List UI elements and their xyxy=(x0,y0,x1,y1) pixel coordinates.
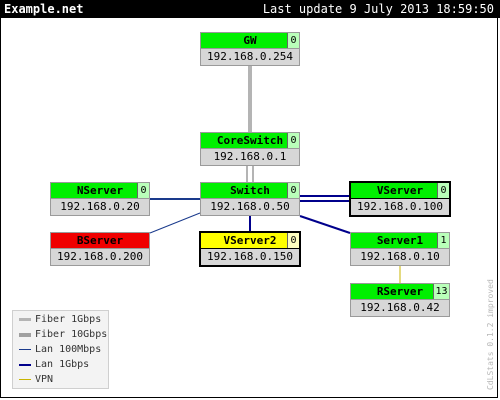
node-server1-ip: 192.168.0.10 xyxy=(350,249,450,266)
node-bserver-ip: 192.168.0.200 xyxy=(50,249,150,266)
node-vserver-ip: 192.168.0.100 xyxy=(350,199,450,216)
legend-label: Lan 1Gbps xyxy=(35,359,90,370)
node-gw-name: GW xyxy=(200,32,300,49)
last-update-text: Last update 9 July 2013 18:59:50 xyxy=(262,2,494,16)
legend-swatch xyxy=(19,364,31,366)
legend-item-fiber-10g: Fiber 10Gbps xyxy=(17,328,109,342)
node-vserver2[interactable]: VServer2 0 192.168.0.150 xyxy=(199,231,301,267)
node-switch-name: Switch xyxy=(200,182,300,199)
version-watermark: CdLStats 0.1.2 improved xyxy=(486,279,495,390)
legend-swatch xyxy=(19,349,31,350)
node-server1-count: 1 xyxy=(437,233,449,248)
node-rserver-count: 13 xyxy=(433,284,449,299)
legend-item-lan-100m: Lan 100Mbps xyxy=(17,343,109,357)
legend-label: Lan 100Mbps xyxy=(35,344,102,355)
node-vserver-count: 0 xyxy=(437,183,449,198)
node-gw-ip: 192.168.0.254 xyxy=(200,49,300,66)
legend-swatch xyxy=(19,318,31,321)
node-vserver[interactable]: VServer 0 192.168.0.100 xyxy=(349,181,451,217)
legend-label: Fiber 1Gbps xyxy=(35,314,102,325)
node-rserver-ip: 192.168.0.42 xyxy=(350,300,450,317)
site-title: Example.net xyxy=(4,2,84,16)
node-rserver[interactable]: RServer 13 192.168.0.42 xyxy=(350,283,450,317)
node-server1-name: Server1 xyxy=(350,232,450,249)
node-gw[interactable]: GW 0 192.168.0.254 xyxy=(200,32,300,66)
legend-label: Fiber 10Gbps xyxy=(35,329,108,340)
node-nserver-ip: 192.168.0.20 xyxy=(50,199,150,216)
node-switch-ip: 192.168.0.50 xyxy=(200,199,300,216)
legend-swatch xyxy=(19,333,31,337)
node-gw-count: 0 xyxy=(287,33,299,48)
node-coreswitch-name: CoreSwitch xyxy=(200,132,300,149)
link-switch-bserver xyxy=(149,212,201,234)
node-vserver2-name: VServer2 xyxy=(200,232,300,249)
node-vserver2-count: 0 xyxy=(287,233,299,248)
node-coreswitch-ip: 192.168.0.1 xyxy=(200,149,300,166)
legend-item-vpn: VPN xyxy=(17,373,109,387)
node-server1[interactable]: Server1 1 192.168.0.10 xyxy=(350,232,450,266)
node-nserver-count: 0 xyxy=(137,183,149,198)
node-nserver-name: NServer xyxy=(50,182,150,199)
node-switch[interactable]: Switch 0 192.168.0.50 xyxy=(200,182,300,216)
legend-item-lan-1g: Lan 1Gbps xyxy=(17,358,109,372)
node-vserver2-ip: 192.168.0.150 xyxy=(200,249,300,266)
legend-item-fiber-1g: Fiber 1Gbps xyxy=(17,313,109,327)
legend-label: VPN xyxy=(35,374,54,385)
top-bar: Example.net Last update 9 July 2013 18:5… xyxy=(0,0,500,18)
node-bserver-name: BServer xyxy=(50,232,150,249)
node-coreswitch[interactable]: CoreSwitch 0 192.168.0.1 xyxy=(200,132,300,166)
node-nserver[interactable]: NServer 0 192.168.0.20 xyxy=(50,182,150,216)
node-rserver-name: RServer xyxy=(350,283,450,300)
node-switch-count: 0 xyxy=(287,183,299,198)
node-vserver-name: VServer xyxy=(350,182,450,199)
link-switch-server1 xyxy=(299,215,351,234)
legend-swatch xyxy=(19,379,31,380)
node-bserver[interactable]: BServer 192.168.0.200 xyxy=(50,232,150,266)
node-coreswitch-count: 0 xyxy=(287,133,299,148)
legend: Fiber 1Gbps Fiber 10Gbps Lan 100Mbps Lan… xyxy=(12,310,109,389)
